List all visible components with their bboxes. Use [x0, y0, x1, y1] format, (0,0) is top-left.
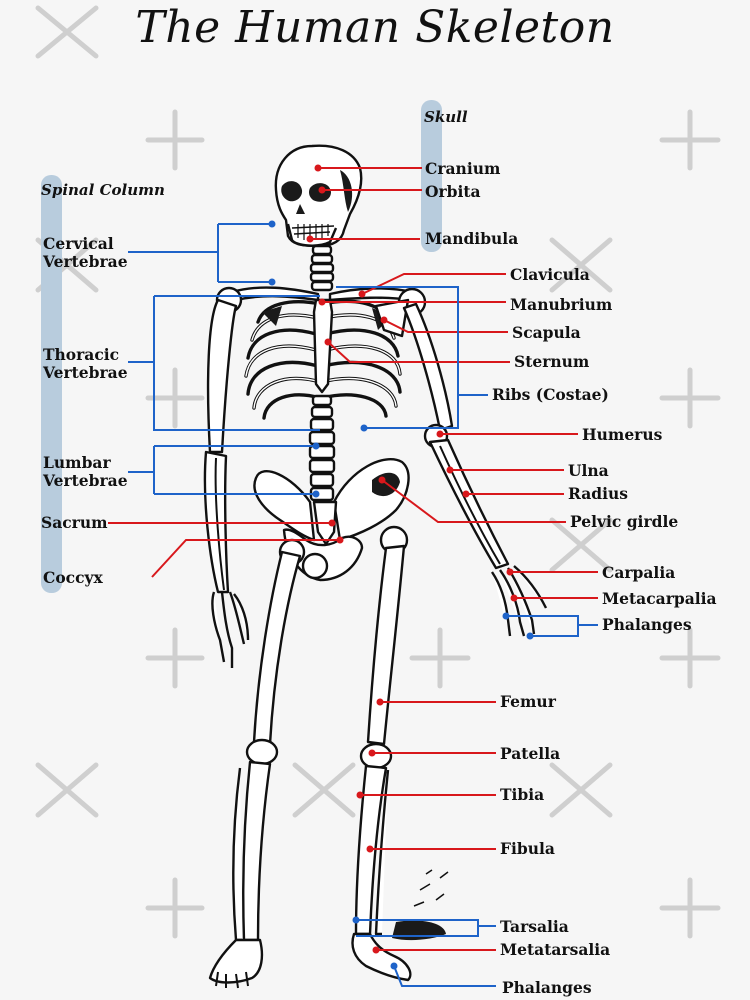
label-pelvic-girdle: Pelvic girdle — [570, 512, 679, 531]
right-fibula — [374, 769, 390, 936]
sternum-bone — [312, 298, 334, 394]
red-pointer-lines — [108, 164, 598, 954]
rib-cage — [244, 299, 402, 420]
label-cervical-line2: Vertebrae — [43, 252, 128, 271]
watermark-pattern — [35, 5, 721, 939]
label-patella: Patella — [500, 744, 561, 763]
label-sternum: Sternum — [514, 352, 590, 371]
label-metatarsalia: Metatarsalia — [500, 940, 611, 959]
label-humerus: Humerus — [582, 425, 663, 444]
label-carpalia: Carpalia — [602, 563, 676, 582]
label-metacarpalia: Metacarpalia — [602, 589, 717, 608]
skeleton-illustration — [203, 144, 548, 989]
right-femur — [366, 544, 406, 746]
label-mandibula: Mandibula — [425, 229, 519, 248]
label-tibia: Tibia — [500, 785, 545, 804]
label-fibula: Fibula — [500, 839, 555, 858]
page-title: The Human Skeleton — [135, 2, 615, 53]
left-clavicle — [230, 286, 320, 302]
left-femur — [252, 550, 302, 746]
label-cranium: Cranium — [425, 159, 501, 178]
cervical-spine — [309, 244, 335, 292]
label-lumbar-line2: Vertebrae — [43, 471, 128, 490]
label-femur: Femur — [500, 692, 556, 711]
left-humerus — [206, 298, 238, 454]
foot-shadow — [392, 920, 446, 941]
label-ulna: Ulna — [568, 461, 609, 480]
label-radius: Radius — [568, 484, 629, 503]
left-foot — [208, 938, 264, 984]
label-lumbar-line1: Lumbar — [43, 453, 111, 472]
spinal-column-group-header: Spinal Column — [41, 181, 165, 199]
right-humerus — [402, 302, 454, 432]
left-tibia — [242, 760, 272, 942]
right-forearm — [428, 438, 510, 570]
blue-pointer-lines — [128, 220, 598, 987]
label-manubrium: Manubrium — [510, 295, 613, 314]
label-ribs: Ribs (Costae) — [492, 385, 609, 404]
label-phalanges-hand: Phalanges — [602, 615, 692, 634]
label-phalanges-foot: Phalanges — [502, 978, 592, 997]
spinal-column-group-bar — [41, 175, 62, 593]
label-scapula: Scapula — [512, 323, 581, 342]
right-hand — [491, 565, 548, 637]
left-orbit — [281, 181, 303, 202]
label-thoracic-line2: Vertebrae — [43, 363, 128, 382]
skull-group-header: Skull — [424, 108, 468, 126]
label-sacrum: Sacrum — [41, 513, 108, 532]
label-clavicula: Clavicula — [510, 265, 590, 284]
mandible-bone — [286, 223, 338, 247]
right-foot — [351, 932, 412, 982]
label-tarsalia: Tarsalia — [500, 917, 569, 936]
label-coccyx: Coccyx — [43, 568, 103, 587]
left-fibula — [232, 767, 242, 942]
skull-group-bar — [421, 100, 442, 252]
label-thoracic-line1: Thoracic — [43, 345, 120, 364]
label-cervical-line1: Cervical — [43, 234, 114, 253]
label-orbita: Orbita — [425, 182, 481, 201]
left-hand — [211, 591, 250, 668]
